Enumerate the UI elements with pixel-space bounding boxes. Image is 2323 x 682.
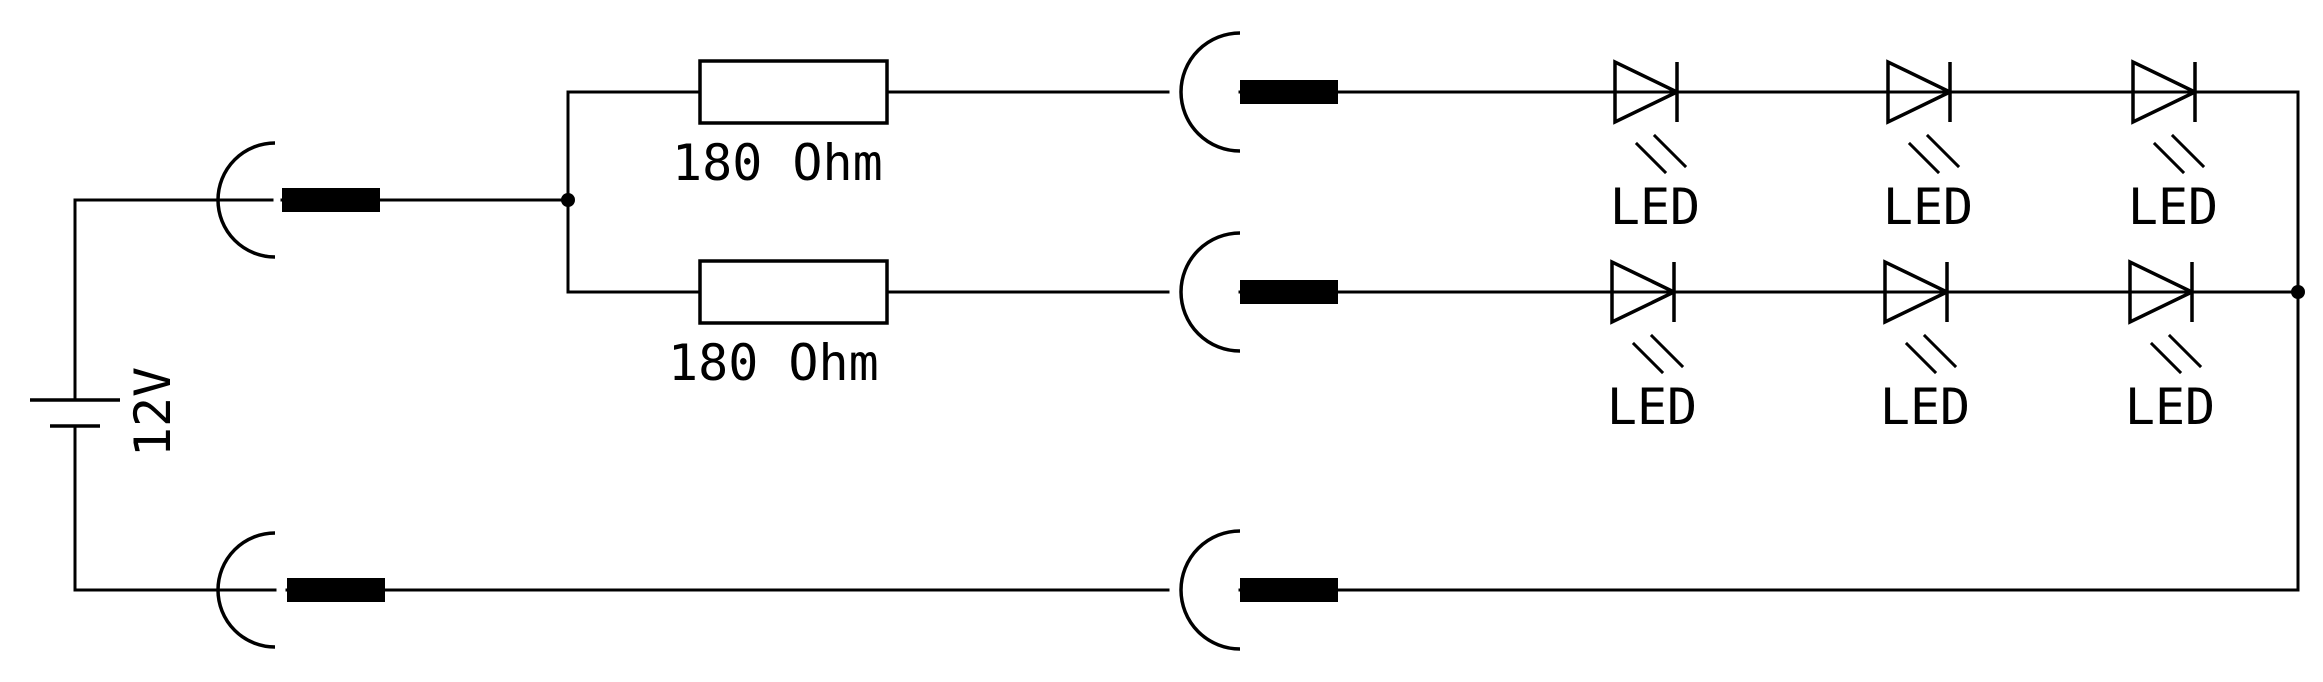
led-row-2: LED LED LED: [1607, 259, 2215, 436]
resistor-body: [698, 59, 889, 125]
led-row-1: LED LED LED: [1610, 59, 2218, 236]
led-label: LED: [1607, 378, 1697, 436]
led-2-1: LED: [1607, 259, 1697, 436]
led-emission-arrow: [1634, 141, 1668, 175]
led-triangle: [1886, 59, 1955, 125]
led-1-3: LED: [2128, 59, 2218, 236]
led-label: LED: [1610, 178, 1700, 236]
led-triangle: [1613, 59, 1682, 125]
led-label: LED: [1883, 178, 1973, 236]
socket-arc: [1179, 529, 1241, 651]
led-emission-arrow: [1922, 333, 1958, 369]
connector-middle-bottom: [1179, 529, 1362, 651]
junction-dot-right: [2291, 285, 2305, 299]
wire-split-bottom: [566, 198, 702, 294]
connector-left-top: [216, 141, 392, 259]
led-emission-arrow: [1907, 141, 1941, 175]
led-triangle: [1883, 259, 1952, 325]
led-emission-arrow: [1631, 341, 1665, 375]
socket-arc: [1179, 31, 1241, 153]
socket-arc: [1179, 231, 1241, 353]
resistor-label: 180 Ohm: [672, 134, 883, 192]
connector-middle-center: [1179, 231, 1362, 353]
led-emission-arrow: [1649, 333, 1685, 369]
led-emission-arrow: [2149, 341, 2183, 375]
led-triangle: [2128, 259, 2197, 325]
battery-12v: 12V: [30, 367, 182, 457]
wire-split-top: [566, 90, 702, 202]
resistor-label: 180 Ohm: [668, 334, 879, 392]
battery-label: 12V: [124, 367, 182, 457]
connector-left-bottom: [216, 531, 407, 649]
led-emission-arrow: [1925, 133, 1961, 169]
led-label: LED: [2125, 378, 2215, 436]
resistor-1: 180 Ohm: [672, 59, 889, 192]
junction-dot-left: [561, 193, 575, 207]
socket-arc: [216, 531, 276, 649]
led-emission-arrow: [2167, 333, 2203, 369]
led-emission-arrow: [1652, 133, 1688, 169]
socket-arc: [216, 141, 276, 259]
connector-middle-top: [1179, 31, 1362, 153]
wire-right-return: [1358, 290, 2300, 592]
led-2-3: LED: [2125, 259, 2215, 436]
led-emission-arrow: [2170, 133, 2206, 169]
led-1-2: LED: [1883, 59, 1973, 236]
resistor-body: [698, 259, 889, 325]
led-emission-arrow: [2152, 141, 2186, 175]
wires: [73, 90, 2300, 592]
led-triangle: [2131, 59, 2200, 125]
wire-left-top: [73, 198, 274, 392]
resistor-2: 180 Ohm: [668, 259, 889, 392]
led-label: LED: [1880, 378, 1970, 436]
led-1-1: LED: [1610, 59, 1700, 236]
wire-led-row-1: [1358, 90, 2300, 294]
led-triangle: [1610, 259, 1679, 325]
led-emission-arrow: [1904, 341, 1938, 375]
led-label: LED: [2128, 178, 2218, 236]
led-2-2: LED: [1880, 259, 1970, 436]
